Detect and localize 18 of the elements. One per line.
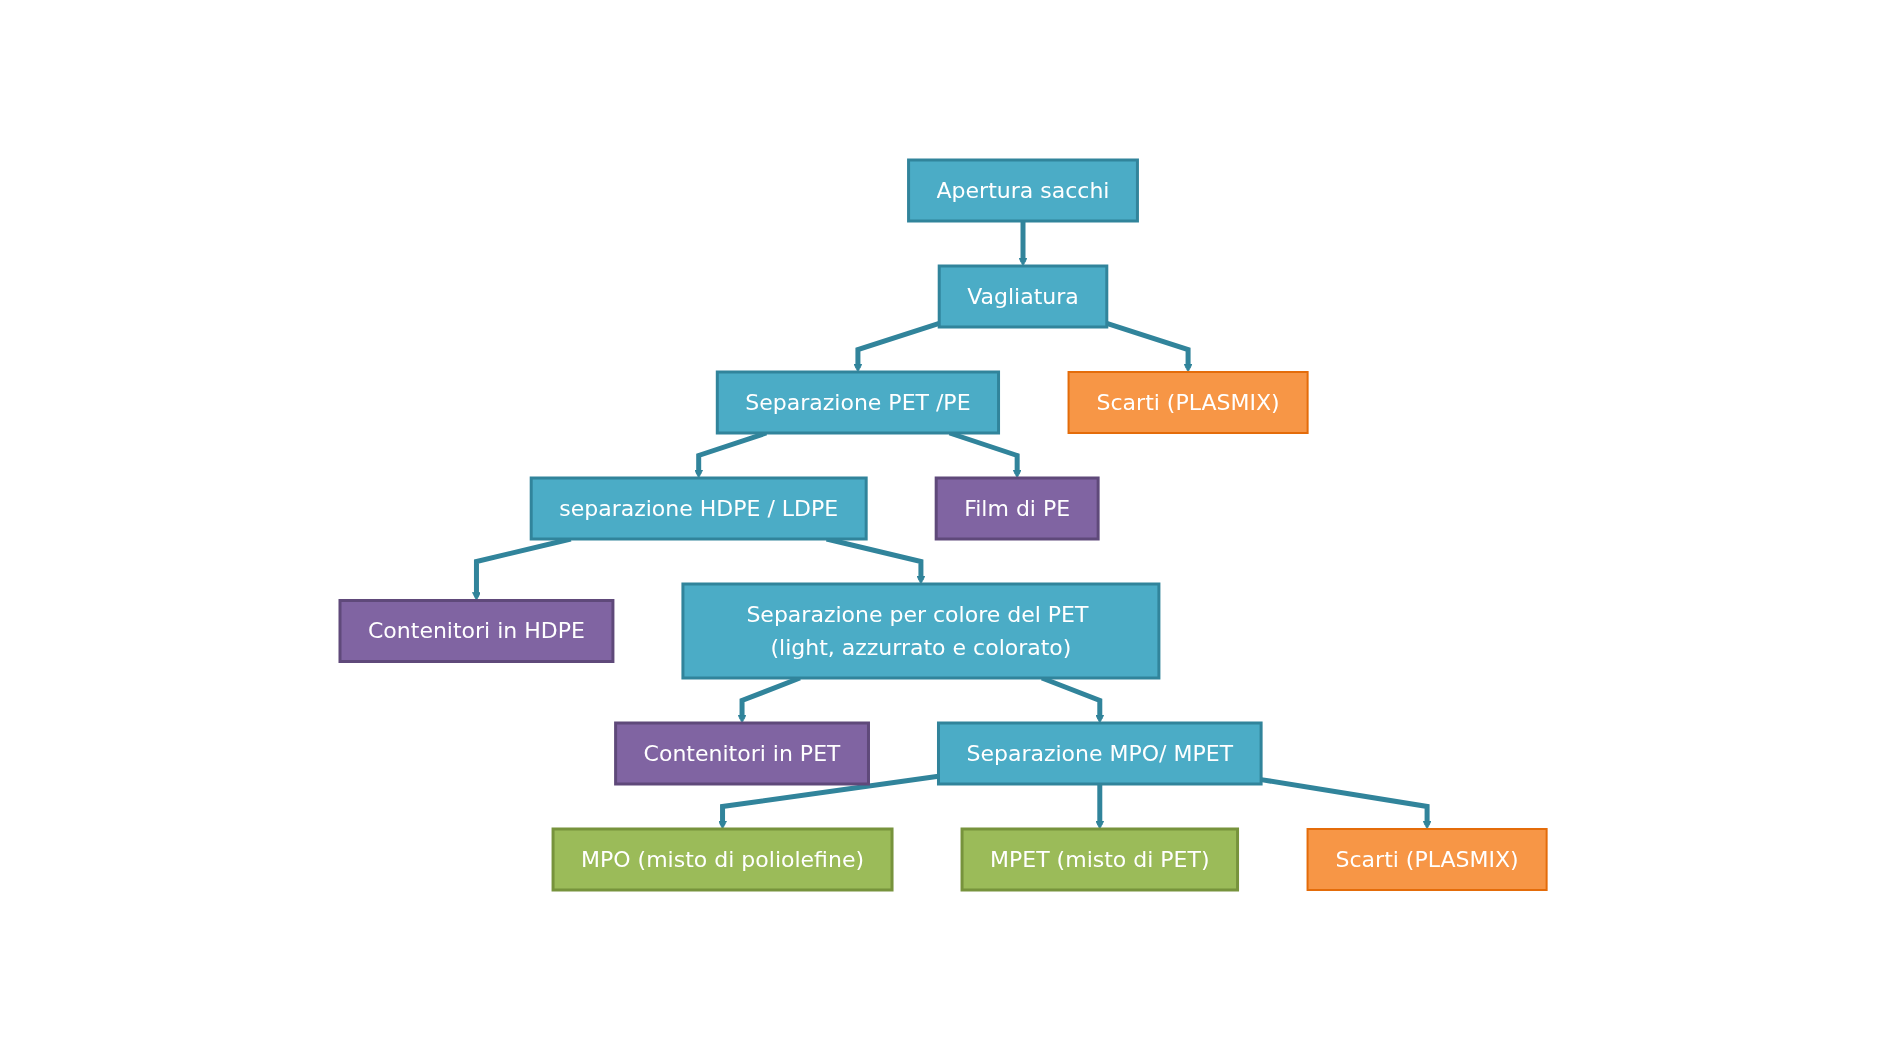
node-box: Separazione per colore del PET (light, azzurrato e colorato) xyxy=(681,582,1161,680)
node-box: MPET (misto di PET) xyxy=(960,827,1240,892)
arrow xyxy=(1018,221,1028,267)
node-box: Contenitori in PET xyxy=(614,721,871,786)
node-box: Film di PE xyxy=(934,476,1100,541)
node-box: Scarti (PLASMIX) xyxy=(1067,371,1309,434)
node-box: separazione HDPE / LDPE xyxy=(529,476,868,541)
arrow xyxy=(1095,784,1105,830)
node-box: Scarti (PLASMIX) xyxy=(1306,828,1548,891)
arrow xyxy=(1106,321,1193,373)
node-box: Separazione MPO/ MPET xyxy=(937,721,1263,786)
arrow xyxy=(853,321,941,373)
node-box: Vagliatura xyxy=(937,264,1109,329)
arrow xyxy=(1260,777,1432,830)
node-box: Contenitori in HDPE xyxy=(338,599,615,663)
node-box: Separazione PET /PE xyxy=(716,370,1001,435)
node-box: Apertura sacchi xyxy=(907,158,1140,223)
node-box: MPO (misto di poliolefine) xyxy=(551,827,894,892)
